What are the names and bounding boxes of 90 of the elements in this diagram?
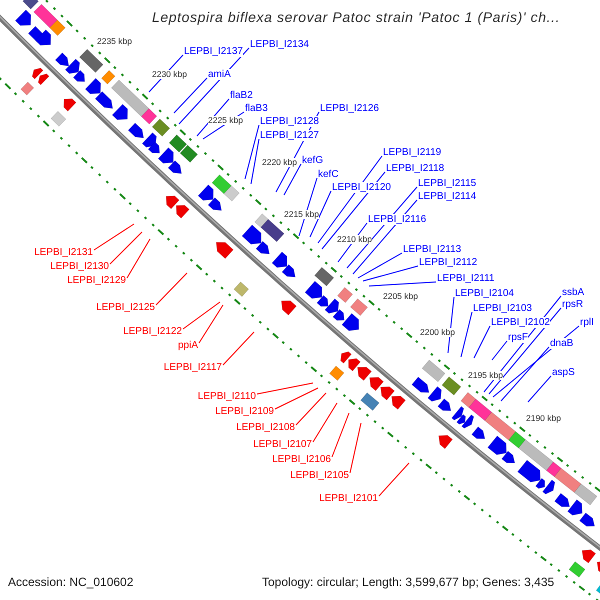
leader-line: [448, 296, 454, 354]
scale-label: 2205 kbp: [383, 292, 418, 301]
gene-label: LEPBI_I2114: [418, 191, 476, 202]
gene-label: LEPBI_I2113: [403, 244, 462, 255]
title: Leptospira biflexa serovar Patoc strain 'Patoc 1 (Paris)' ch...: [152, 9, 560, 25]
leader-line: [94, 224, 134, 250]
gene-label: LEPBI_I2102: [491, 317, 550, 328]
gene-label: LEPBI_I2125: [96, 302, 155, 313]
gene-label: LEPBI_I2130: [50, 261, 109, 272]
leader-line: [182, 302, 220, 330]
leader-line: [222, 332, 254, 366]
leader-line: [198, 304, 224, 344]
summary-text: Topology: circular; Length: 3,599,677 bp; Genes: 3,435: [262, 575, 554, 589]
gene-label: rpsR: [562, 299, 584, 310]
leader-line: [250, 138, 260, 184]
leader-line: [296, 392, 326, 426]
leader-line: [492, 326, 580, 398]
gene-label: ssbA: [562, 287, 584, 298]
gene-label: LEPBI_I2115: [418, 178, 476, 189]
leader-line: [284, 164, 302, 196]
leader-line: [352, 200, 418, 274]
gene-label: LEPBI_I2107: [253, 439, 312, 450]
scale-label: 2220 kbp: [262, 158, 297, 167]
gene-label: LEPBI_I2117: [164, 362, 222, 373]
gene-label: kefG: [302, 155, 324, 166]
gene-label: LEPBI_I2137: [184, 46, 243, 57]
gene-label: flaB3: [245, 103, 268, 114]
gene-label: LEPBI_I2122: [123, 326, 182, 337]
leader-line: [350, 422, 362, 474]
gene-label: LEPBI_I2101: [319, 493, 378, 504]
scale-label: 2200 kbp: [420, 328, 455, 337]
gene-label: kefC: [318, 169, 339, 180]
leader-line: [474, 326, 490, 358]
gene-label: LEPBI_I2111: [437, 273, 494, 284]
leader-line: [312, 402, 338, 442]
gene-label: LEPBI_I2131: [34, 247, 93, 258]
gene-label: LEPBI_I2103: [473, 303, 532, 314]
gene-label: LEPBI_I2112: [419, 257, 478, 268]
leader-line: [528, 376, 552, 402]
gene-label: LEPBI_I2104: [455, 288, 514, 299]
leader-line: [318, 156, 382, 244]
gene-label: LEPBI_I2110: [198, 391, 256, 402]
leader-line: [378, 462, 410, 496]
gene-label: dnaB: [550, 338, 574, 349]
scale-label: 2235 kbp: [97, 37, 132, 46]
leader-line: [368, 282, 436, 286]
leader-line: [310, 190, 332, 238]
gene-label: LEPBI_I2119: [383, 147, 442, 158]
leader-line: [256, 382, 314, 394]
gene-label: rplI: [580, 317, 594, 328]
leader-line: [126, 238, 150, 278]
gene-label: LEPBI_I2108: [236, 422, 295, 433]
gene-label: LEPBI_I2109: [215, 406, 274, 417]
leader-line: [488, 308, 562, 394]
leader-line: [156, 272, 188, 306]
gene-label: LEPBI_I2106: [272, 454, 331, 465]
scale-label: 2230 kbp: [152, 70, 187, 79]
leader-line: [322, 172, 386, 250]
leader-line: [244, 124, 260, 180]
leader-line: [358, 252, 402, 278]
gene-label: LEPBI_I2127: [260, 130, 319, 141]
gene-label: LEPBI_I2134: [250, 39, 309, 50]
gene-label: LEPBI_I2128: [260, 116, 319, 127]
gene-label: LEPBI_I2118: [386, 163, 444, 174]
gene-label: amiA: [208, 69, 231, 80]
leader-line: [500, 346, 550, 402]
accession-text: Accession: NC_010602: [8, 575, 134, 589]
leader-line: [460, 312, 472, 358]
scale-label: 2225 kbp: [208, 116, 243, 125]
leader-line: [274, 388, 318, 410]
gene-label: LEPBI_I2126: [320, 103, 379, 114]
gene-label: rpsF: [508, 332, 528, 343]
leader-line: [178, 48, 250, 124]
gene-label: LEPBI_I2120: [332, 182, 391, 193]
leader-line: [174, 78, 208, 114]
scale-label: 2190 kbp: [526, 414, 561, 423]
scale-label: 2210 kbp: [337, 235, 372, 244]
leader-line: [492, 340, 508, 360]
leader-line: [332, 412, 350, 458]
gene-label: flaB2: [230, 90, 253, 101]
scale-label: 2215 kbp: [284, 210, 319, 219]
gene-label: LEPBI_I2105: [290, 470, 349, 481]
gene-label: ppiA: [178, 340, 198, 351]
gene-label: LEPBI_I2116: [368, 214, 426, 225]
gene-label: aspS: [552, 367, 575, 378]
scale-label: 2195 kbp: [468, 371, 503, 380]
gene-label: LEPBI_I2129: [67, 275, 126, 286]
leader-line: [110, 232, 142, 264]
leader-line: [362, 266, 418, 282]
leader-line: [298, 178, 318, 236]
